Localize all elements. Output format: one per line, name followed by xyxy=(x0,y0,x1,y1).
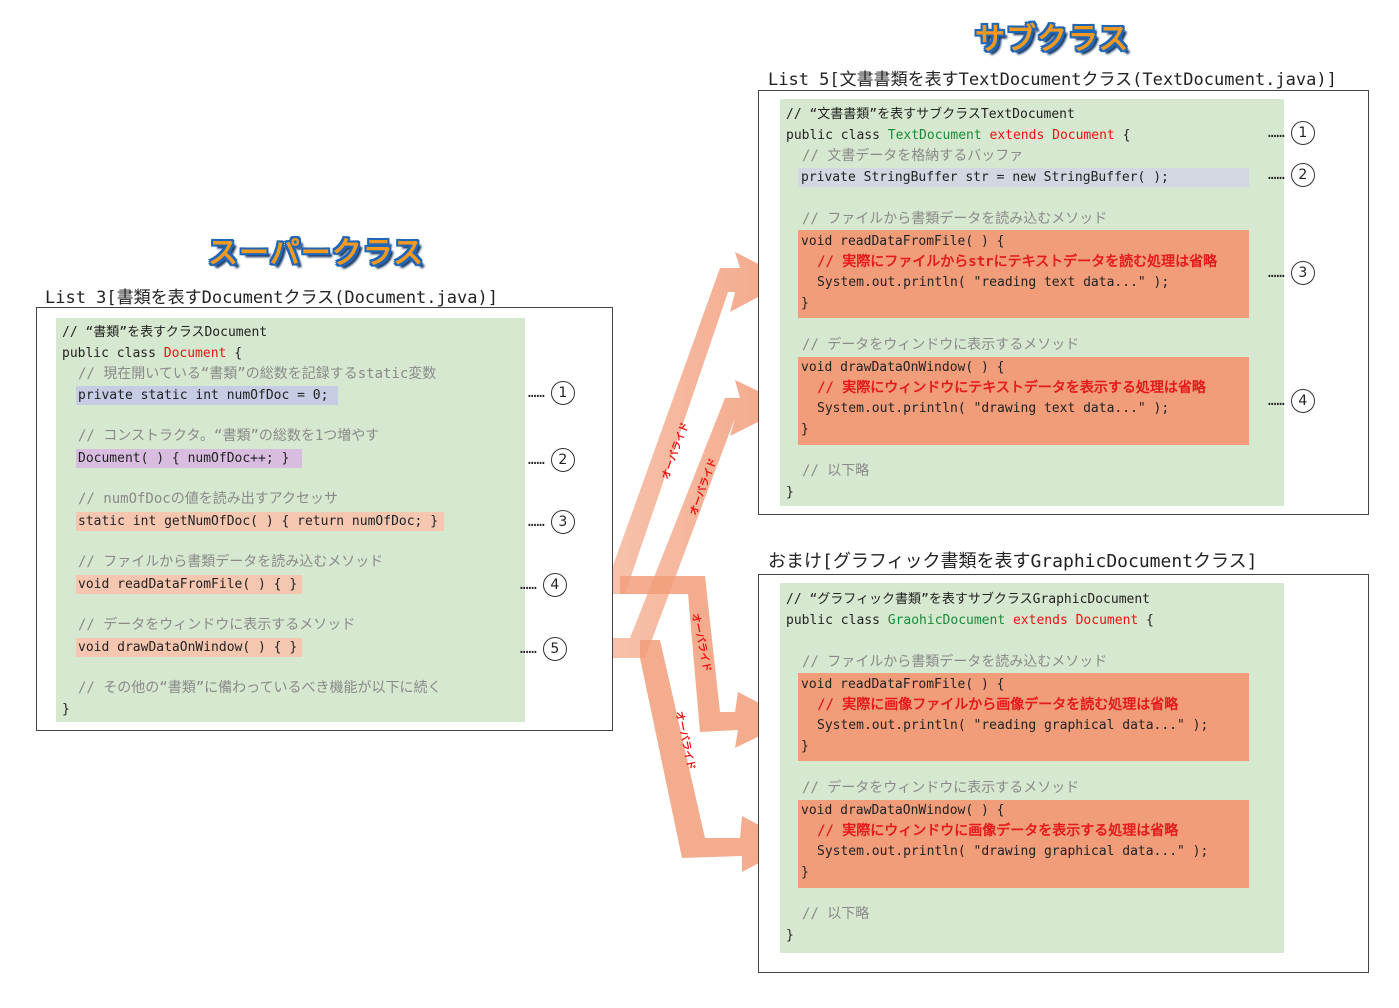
list3-highlight-1 xyxy=(76,386,338,405)
list3-comment-5: // データをウィンドウに表示するメソッド xyxy=(78,617,356,633)
omake-draw-l3: System.out.println( "drawing graphical d… xyxy=(817,844,1209,859)
list5-comment-1: // 文書データを格納するバッファ xyxy=(802,148,1024,164)
omake-draw-l4: } xyxy=(801,865,809,880)
list3-title: List 3[書類を表すDocumentクラス(Document.java)] xyxy=(45,288,498,308)
omake-title: おまけ[グラフィック書類を表すGraphicDocumentクラス] xyxy=(768,551,1258,572)
list5-marker-4: ……4 xyxy=(1268,389,1315,413)
omake-read-l2: // 実際に画像ファイルから画像データを読む処理は省略 xyxy=(817,697,1179,713)
list5-title: List 5[文書書類を表すTextDocumentクラス(TextDocume… xyxy=(768,70,1337,90)
omake-class-comment: // “グラフィック書類”を表すサブクラスGraphicDocument xyxy=(786,592,1151,607)
list3-highlight-5 xyxy=(76,638,302,657)
omake-read-l3: System.out.println( "reading graphical d… xyxy=(817,718,1209,733)
list5-method-draw-box xyxy=(798,357,1249,445)
arrow-5-to-graphic-draw xyxy=(640,640,794,872)
list3-highlight-2 xyxy=(76,449,302,468)
list3-close: } xyxy=(62,702,70,717)
list5-marker-1: ……1 xyxy=(1268,121,1315,145)
list3-code-5: void drawDataOnWindow( ) { } xyxy=(78,640,298,655)
omake-code-area xyxy=(780,583,1284,953)
omake-method-read-box xyxy=(798,673,1249,761)
list3-code-2: Document( ) { numOfDoc++; } xyxy=(78,451,290,466)
omake-read-l1: void readDataFromFile( ) { xyxy=(801,677,1005,692)
list5-comment-4: // 以下略 xyxy=(802,463,870,479)
subclass-banner: サブクラス xyxy=(975,22,1130,57)
list5-comment-2: // ファイルから書類データを読み込むメソッド xyxy=(802,211,1108,227)
list3-comment-3: // numOfDocの値を読み出すアクセッサ xyxy=(78,491,339,507)
list3-comment-6: // その他の“書類”に備わっているべき機能が以下に続く xyxy=(78,680,442,696)
list5-code-1: private StringBuffer str = new StringBuf… xyxy=(801,170,1169,185)
omake-comment-1: // ファイルから書類データを読み込むメソッド xyxy=(802,654,1108,670)
omake-comment-2: // データをウィンドウに表示するメソッド xyxy=(802,780,1080,796)
list5-read-l2: // 実際にファイルからstrにテキストデータを読む処理は省略 xyxy=(817,254,1218,270)
list5-highlight-1 xyxy=(798,168,1249,187)
list5-marker-2: ……2 xyxy=(1268,163,1315,187)
list3-code-4: void readDataFromFile( ) { } xyxy=(78,577,298,592)
list3-comment-2: // コンストラクタ。“書類”の総数を1つ増やす xyxy=(78,428,380,444)
omake-close: } xyxy=(786,928,794,943)
list5-draw-l2: // 実際にウィンドウにテキストデータを表示する処理は省略 xyxy=(817,380,1206,396)
omake-draw-l1: void drawDataOnWindow( ) { xyxy=(801,803,1005,818)
list3-code-1: private static int numOfDoc = 0; xyxy=(78,388,329,403)
list5-read-l1: void readDataFromFile( ) { xyxy=(801,234,1005,249)
list3-comment-4: // ファイルから書類データを読み込むメソッド xyxy=(78,554,384,570)
list5-class-decl: public class TextDocument extends Docume… xyxy=(786,128,1131,143)
list5-class-comment: // “文書書類”を表すサブクラスTextDocument xyxy=(786,107,1075,122)
omake-read-l4: } xyxy=(801,739,809,754)
omake-class-decl: public class GraohicDocument extends Doc… xyxy=(786,613,1154,628)
list3-marker-5: ……5 xyxy=(520,637,567,661)
list3-highlight-3 xyxy=(76,512,444,531)
list5-marker-3: ……3 xyxy=(1268,261,1315,285)
list5-close: } xyxy=(786,485,794,500)
list5-draw-l4: } xyxy=(801,422,809,437)
list3-marker-3: ……3 xyxy=(528,510,575,534)
list3-class-comment: // “書類”を表すクラスDocument xyxy=(62,325,268,340)
arrow-4-to-text-read xyxy=(300,252,790,594)
arrow-4-to-graphic-read xyxy=(620,576,792,748)
list3-marker-1: ……1 xyxy=(528,381,575,405)
list3-comment-1: // 現在開いている“書類”の総数を記録するstatic変数 xyxy=(78,366,437,382)
list3-marker-4: ……4 xyxy=(520,573,567,597)
omake-comment-3: // 以下略 xyxy=(802,906,870,922)
list3-code-3: static int getNumOfDoc( ) { return numOf… xyxy=(78,514,439,529)
list3-class-decl: public class Document { xyxy=(62,346,243,361)
omake-method-draw-box xyxy=(798,800,1249,888)
list5-comment-3: // データをウィンドウに表示するメソッド xyxy=(802,337,1080,353)
list5-read-l3: System.out.println( "reading text data..… xyxy=(817,275,1170,290)
list5-method-read-box xyxy=(798,230,1249,318)
omake-draw-l2: // 実際にウィンドウに画像データを表示する処理は省略 xyxy=(817,823,1179,839)
list3-highlight-4 xyxy=(76,575,302,594)
list3-marker-2: ……2 xyxy=(528,448,575,472)
list5-read-l4: } xyxy=(801,296,809,311)
list5-draw-l3: System.out.println( "drawing text data..… xyxy=(817,401,1170,416)
superclass-banner: スーパークラス xyxy=(208,236,425,271)
list5-draw-l1: void drawDataOnWindow( ) { xyxy=(801,360,1005,375)
